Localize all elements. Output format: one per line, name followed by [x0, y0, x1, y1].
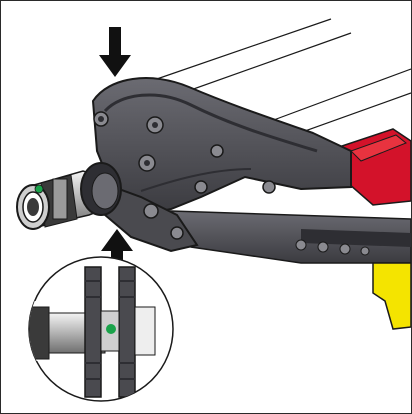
handle-lines: [150, 18, 411, 137]
up-arrow-icon: [101, 229, 133, 265]
yellow-handle-part: [372, 262, 411, 330]
lower-jaw: [95, 179, 199, 253]
lower-handle-arm: [169, 210, 411, 264]
upper-jaw: [91, 77, 352, 215]
down-arrow-icon: [99, 27, 131, 77]
magnified-detail-icon: [28, 256, 174, 402]
green-indicator-dot: [34, 184, 44, 194]
pipe-fitting: [16, 162, 122, 230]
